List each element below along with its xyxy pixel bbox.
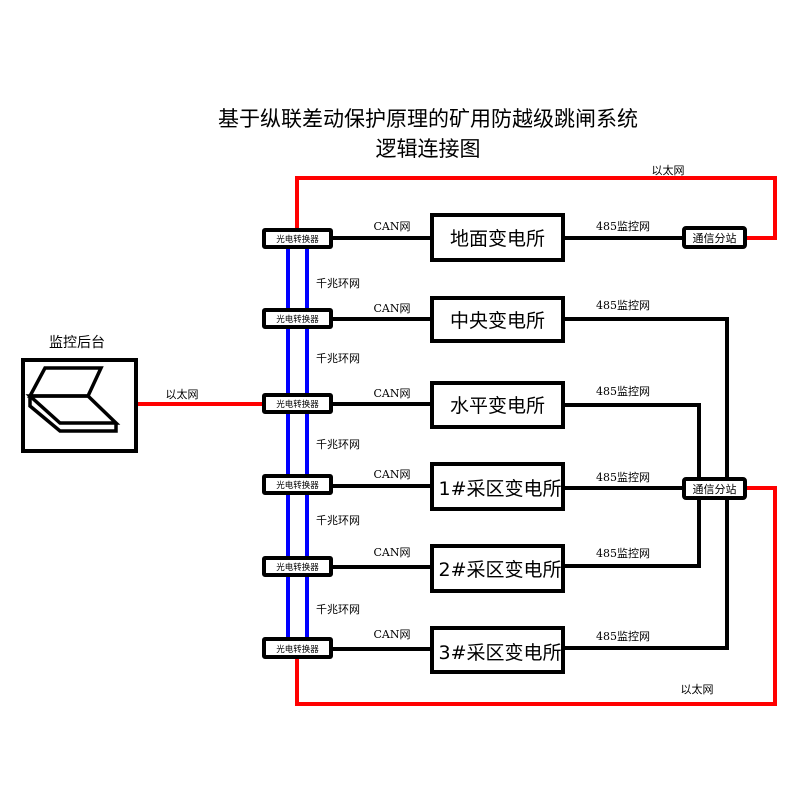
can-label-2: CAN网 (374, 302, 411, 315)
comm-station-top[interactable]: 通信分站 (682, 226, 747, 249)
ethernet-link-bottom (295, 486, 777, 706)
converter-6[interactable]: 光电转换器 (262, 637, 333, 659)
converter-2[interactable]: 光电转换器 (262, 308, 333, 329)
converter-label: 光电转换器 (276, 480, 319, 491)
rs485-label-2: 485监控网 (596, 298, 650, 312)
converter-label: 光电转换器 (276, 314, 319, 325)
converter-5[interactable]: 光电转换器 (262, 556, 333, 577)
ring-label-4: 千兆环网 (316, 514, 360, 527)
converter-3[interactable]: 光电转换器 (262, 393, 333, 414)
converter-4[interactable]: 光电转换器 (262, 474, 333, 495)
substation-mining-3[interactable]: 3#采区变电所 (430, 626, 565, 674)
ethernet-bottom-label: 以太网 (681, 683, 714, 696)
ring-label-3: 千兆环网 (316, 438, 360, 451)
substation-label: 2#采区变电所 (438, 559, 561, 581)
rs485-label-4: 485监控网 (596, 470, 650, 484)
can-label-3: CAN网 (374, 387, 411, 400)
can-label-4: CAN网 (374, 468, 411, 481)
substation-level[interactable]: 水平变电所 (430, 381, 565, 429)
rs485-label-6: 485监控网 (596, 629, 650, 643)
monitor-backend[interactable] (21, 358, 138, 453)
ring-label-1: 千兆环网 (316, 277, 360, 290)
substation-mining-2[interactable]: 2#采区变电所 (430, 544, 565, 593)
ethernet-link-top (295, 176, 777, 240)
ethernet-top-label: 以太网 (652, 164, 685, 177)
rs485-label-1: 485监控网 (596, 219, 650, 233)
substation-central[interactable]: 中央变电所 (430, 296, 565, 343)
comm-station-label: 通信分站 (693, 482, 737, 496)
rs485-label-5: 485监控网 (596, 546, 650, 560)
substation-ground[interactable]: 地面变电所 (430, 213, 565, 262)
can-label-6: CAN网 (374, 628, 411, 641)
converter-label: 光电转换器 (276, 562, 319, 573)
rs485-label-3: 485监控网 (596, 384, 650, 398)
converter-label: 光电转换器 (276, 399, 319, 410)
ring-label-5: 千兆环网 (316, 603, 360, 616)
converter-label: 光电转换器 (276, 234, 319, 245)
can-label-5: CAN网 (374, 546, 411, 559)
substation-label: 中央变电所 (450, 310, 545, 332)
comm-station-label: 通信分站 (693, 231, 737, 245)
comm-station-bottom[interactable]: 通信分站 (682, 477, 747, 500)
diagram-title-line2: 逻辑连接图 (376, 137, 481, 161)
substation-label: 地面变电所 (450, 228, 545, 250)
substation-label: 1#采区变电所 (438, 478, 561, 500)
can-lines (331, 236, 432, 651)
converter-label: 光电转换器 (276, 644, 319, 655)
substation-label: 水平变电所 (450, 395, 545, 417)
substation-label: 3#采区变电所 (438, 642, 561, 664)
substation-mining-1[interactable]: 1#采区变电所 (430, 462, 565, 511)
laptop-icon (25, 366, 121, 433)
converter-1[interactable]: 光电转换器 (262, 228, 333, 249)
monitor-link-label: 以太网 (166, 388, 199, 401)
monitor-title: 监控后台 (49, 335, 105, 351)
ring-label-2: 千兆环网 (316, 352, 360, 365)
diagram-title-line1: 基于纵联差动保护原理的矿用防越级跳闸系统 (218, 107, 638, 131)
can-label-1: CAN网 (374, 220, 411, 233)
